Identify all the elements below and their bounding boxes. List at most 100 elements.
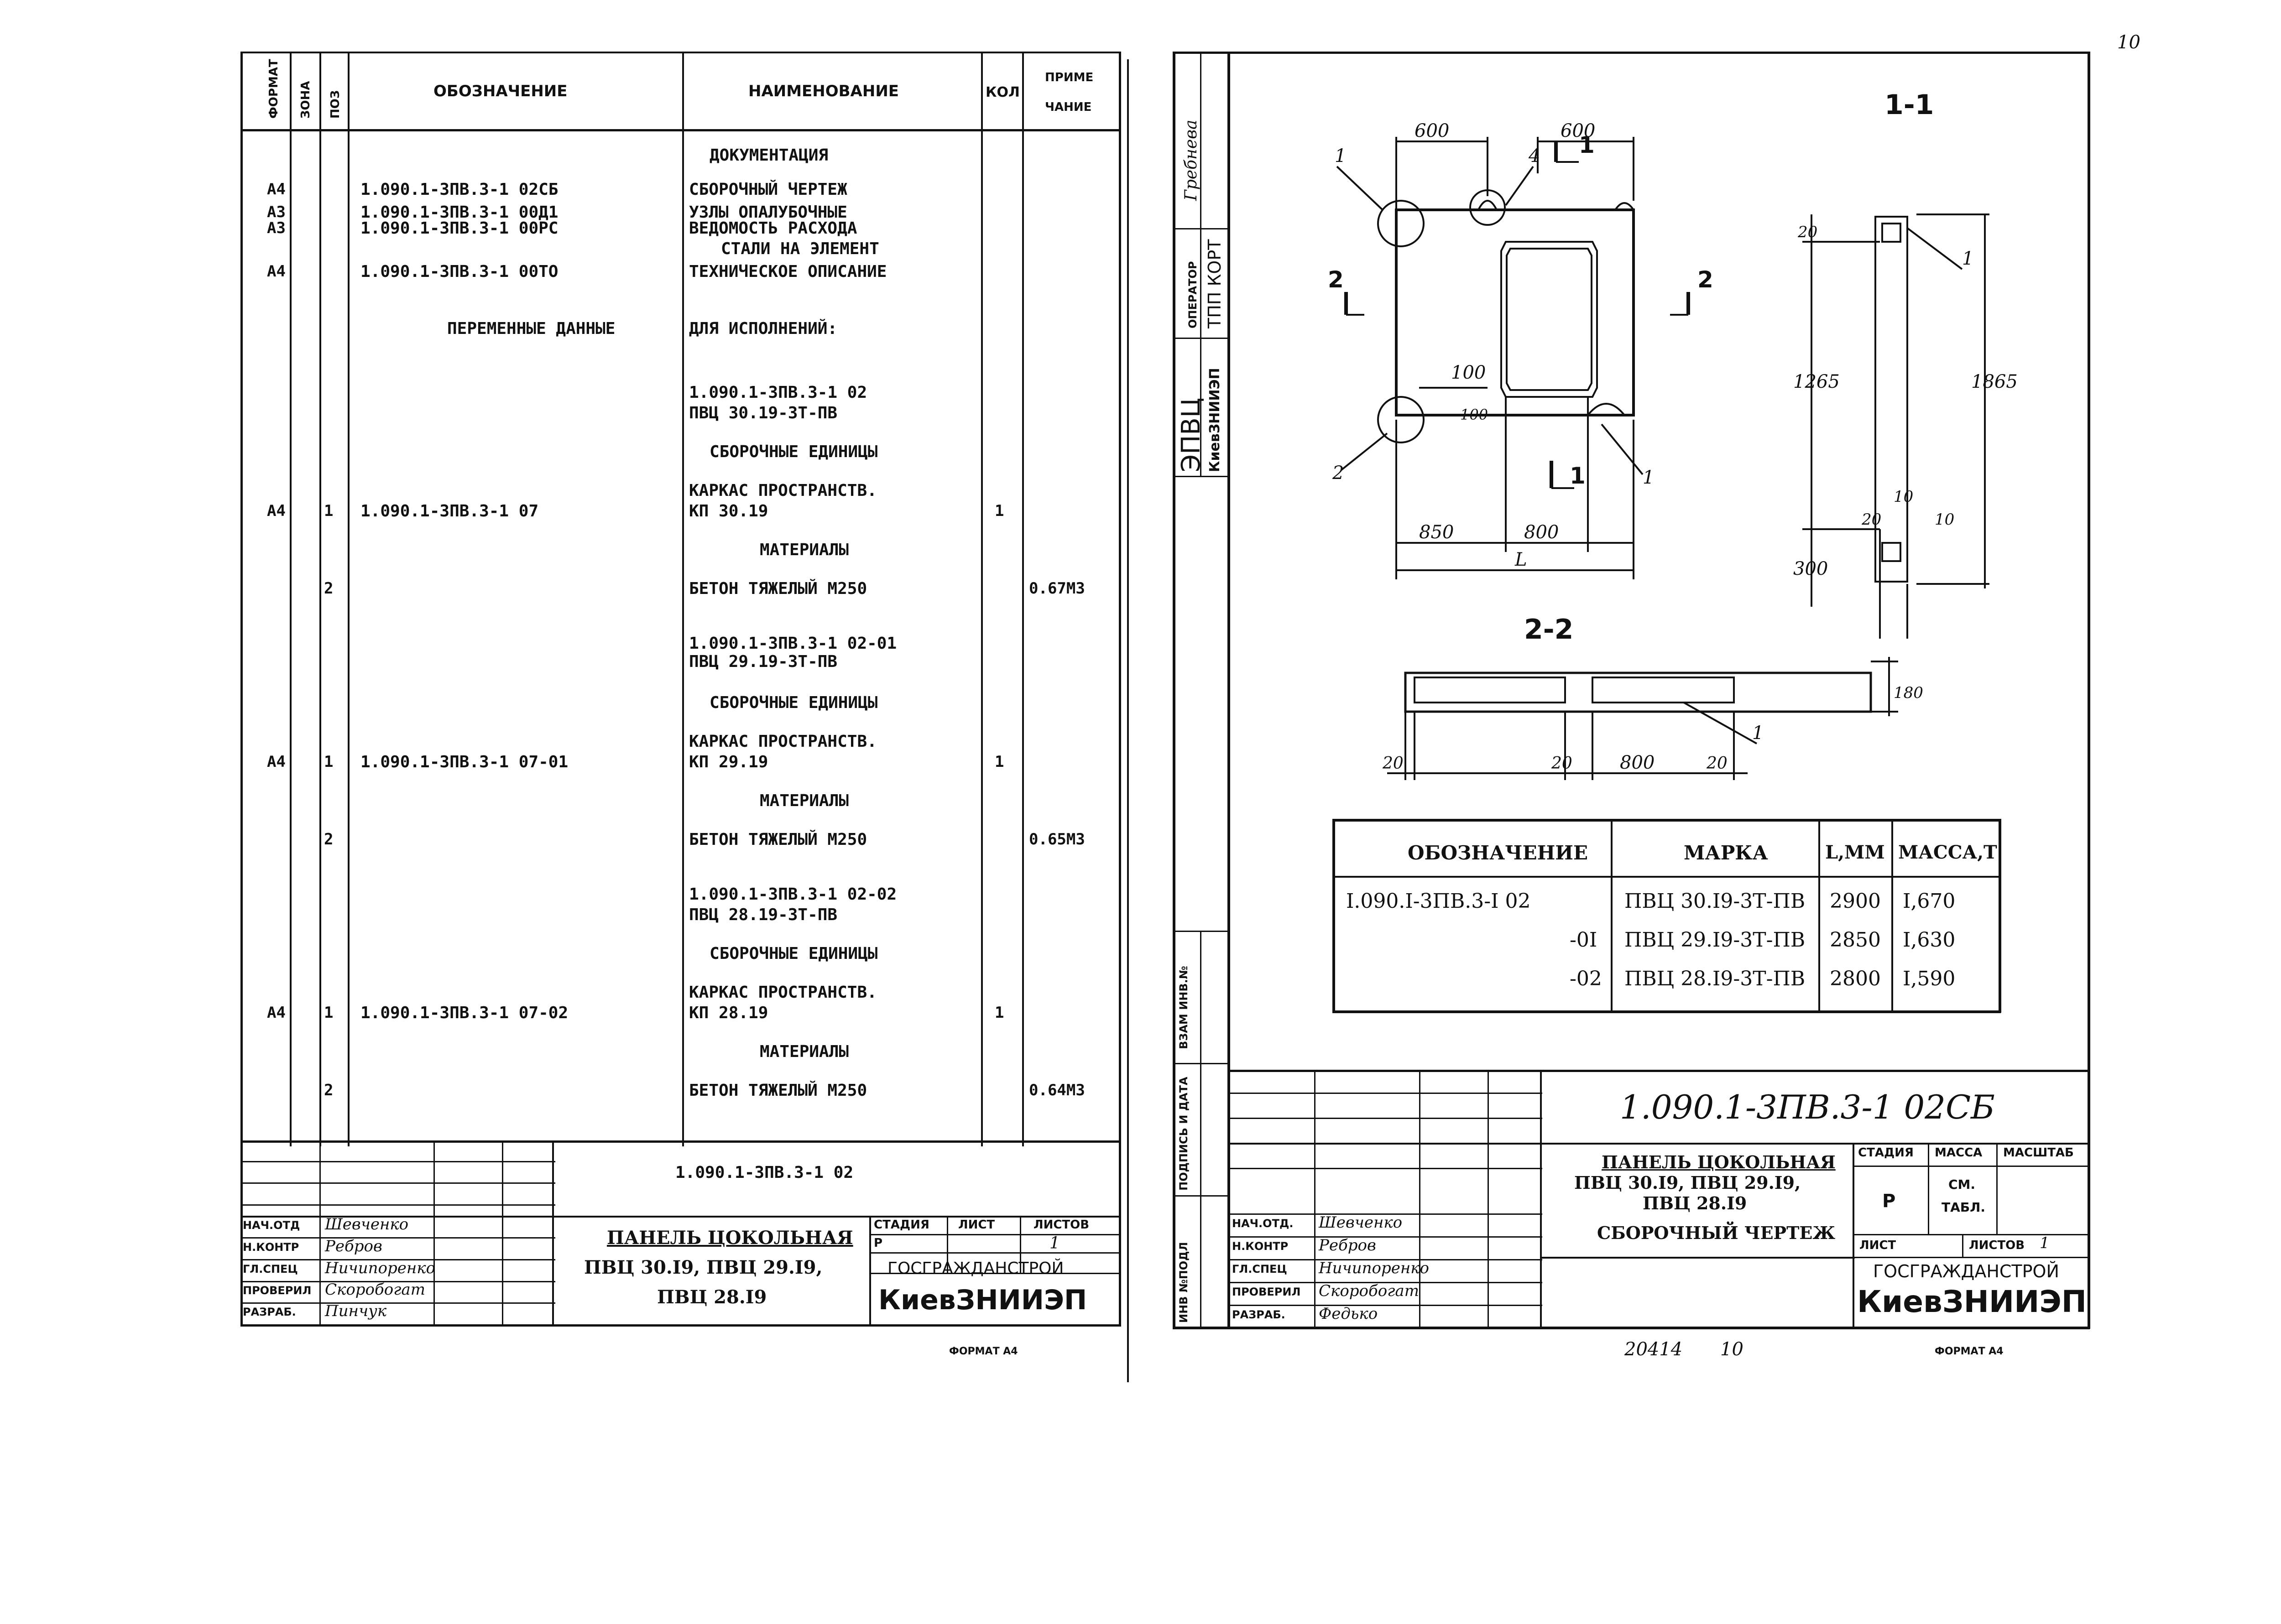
cut-label-2a: 2 — [1328, 266, 1344, 293]
left-stamp-stage-header: СТАДИЯ — [874, 1218, 929, 1232]
right-stamp-code: 1.090.1-3ПВ.3-1 02СБ — [1620, 1088, 1995, 1126]
spec-format: А4 — [267, 753, 286, 771]
right-stamp-title2: ПВЦ 30.I9, ПВЦ 29.I9, — [1574, 1172, 1801, 1193]
spec-name: КП 29.19 — [689, 753, 768, 771]
right-stamp-title3: ПВЦ 28.I9 — [1643, 1193, 1747, 1213]
section-22-body — [1404, 671, 1872, 713]
dim-1865: 1865 — [1971, 371, 2018, 392]
mark-table-cell: ПВЦ 30.I9-3Т-ПВ — [1624, 890, 1806, 913]
spec-name: СТАЛИ НА ЭЛЕМЕНТ — [721, 239, 879, 258]
spec-pos: 2 — [324, 1081, 334, 1099]
spec-name: УЗЛЫ ОПАЛУБОЧНЫЕ — [689, 203, 847, 222]
side-epvc: ЭПВЦ — [1176, 397, 1206, 472]
side-inv: ИНВ №ПОДЛ — [1177, 1242, 1190, 1323]
header-name: НАИМЕНОВАНИЕ — [748, 82, 899, 100]
pos-1b: 1 — [1643, 467, 1654, 488]
right-stamp-scale-header: МАСШТАБ — [2003, 1146, 2074, 1160]
right-stamp-org2: КиевЗНИИЭП — [1857, 1284, 2087, 1319]
spec-name: МАТЕРИАЛЫ — [760, 541, 849, 559]
stamp-role: РАЗРАБ. — [1232, 1308, 1285, 1321]
spec-designation: 1.090.1-3ПВ.3-1 02СБ — [360, 180, 559, 199]
left-sheet: ФОРМАТ ЗОНА ПОЗ ОБОЗНАЧЕНИЕ НАИМЕНОВАНИЕ… — [0, 0, 1132, 1414]
spec-name: БЕТОН ТЯЖЕЛЫЙ М250 — [689, 1081, 867, 1100]
left-stamp-org2: КиевЗНИИЭП — [878, 1284, 1087, 1316]
left-stamp-sheet-header: ЛИСТ — [958, 1218, 995, 1232]
right-stamp-org1: ГОСГРАЖДАНСТРОЙ — [1873, 1261, 2059, 1281]
pos-1d: 1 — [1752, 723, 1764, 744]
mark-table-cell: ПВЦ 29.I9-3Т-ПВ — [1624, 928, 1806, 952]
lifting-loop-top — [1477, 200, 1498, 210]
bottom-number-2: 10 — [1720, 1339, 1743, 1360]
stamp-person-name: Ребров — [325, 1237, 382, 1255]
dim-L: L — [1514, 549, 1527, 570]
dim-850: 850 — [1419, 522, 1454, 543]
stamp-person-name: Пинчук — [325, 1302, 387, 1320]
spec-name: БЕТОН ТЯЖЕЛЫЙ М250 — [689, 830, 867, 849]
spec-pos: 2 — [324, 830, 334, 848]
spec-name: КП 28.19 — [689, 1004, 768, 1022]
right-stamp-stage-header: СТАДИЯ — [1858, 1146, 1914, 1160]
mark-table-cell: I,590 — [1903, 967, 1956, 990]
pos-1c: 1 — [1962, 248, 1973, 269]
pos-2: 2 — [1332, 463, 1344, 484]
section-22-label: 2-2 — [1524, 614, 1573, 645]
dim-100b: 100 — [1460, 406, 1488, 423]
spec-note: 0.65М3 — [1029, 830, 1085, 848]
left-stamp-title2: ПВЦ 30.I9, ПВЦ 29.I9, — [584, 1257, 823, 1278]
spec-designation: 1.090.1-3ПВ.3-1 00РС — [360, 219, 559, 238]
spec-designation: 1.090.1-3ПВ.3-1 07-01 — [360, 753, 569, 771]
mark-table-cell: I,670 — [1903, 890, 1956, 913]
mark-table-cell: I,630 — [1903, 928, 1956, 952]
spec-name: СБОРОЧНЫЕ ЕДИНИЦЫ — [710, 693, 878, 712]
dim-100a: 100 — [1451, 362, 1486, 383]
dim-800: 800 — [1524, 522, 1559, 543]
spec-pos: 1 — [324, 1004, 334, 1022]
dim-10b: 10 — [1894, 488, 1913, 506]
left-stamp-org1: ГОСГРАЖДАНСТРОЙ — [887, 1259, 1064, 1278]
spec-format: А4 — [267, 180, 286, 198]
spec-name: КАРКАС ПРОСТРАНСТВ. — [689, 732, 877, 751]
dim-300: 300 — [1793, 558, 1828, 579]
sec-dim-800: 800 — [1620, 752, 1655, 773]
header-designation: ОБОЗНАЧЕНИЕ — [433, 82, 568, 100]
stamp-role: ГЛ.СПЕЦ — [1232, 1263, 1287, 1275]
section-11-bottom-void — [1881, 542, 1901, 562]
spec-name: ПВЦ 30.19-3Т-ПВ — [689, 404, 838, 422]
spec-designation: 1.090.1-3ПВ.3-1 07 — [360, 502, 539, 521]
corner-mark: 10 — [2117, 32, 2140, 53]
cut-label-2b: 2 — [1697, 266, 1713, 293]
right-stamp-mass-header: МАССА — [1935, 1146, 1983, 1160]
stamp-role: ГЛ.СПЕЦ — [243, 1263, 298, 1275]
mark-table-cell: 2850 — [1830, 928, 1881, 952]
right-stamp-mass: СМ. — [1948, 1177, 1976, 1192]
header-qty: КОЛ — [986, 84, 1020, 100]
stamp-role: НАЧ.ОТД — [243, 1219, 300, 1232]
stamp-role: РАЗРАБ. — [243, 1306, 296, 1318]
panel-opening — [1500, 241, 1598, 398]
table-header-mass: МАССА,Т — [1898, 842, 1997, 863]
spec-format: А4 — [267, 502, 286, 520]
panel-opening-inner — [1506, 248, 1592, 391]
stamp-role: Н.КОНТР — [1232, 1240, 1289, 1253]
pos-1: 1 — [1335, 146, 1346, 167]
spec-name: СБОРОЧНЫЕ ЕДИНИЦЫ — [710, 944, 878, 963]
spec-name: МАТЕРИАЛЫ — [760, 1042, 849, 1061]
section-22-void-left — [1414, 677, 1566, 703]
spec-format: А3 — [267, 203, 286, 221]
side-tpp: ТПП КОРТ — [1205, 239, 1225, 328]
table-header-designation: ОБОЗНАЧЕНИЕ — [1408, 842, 1588, 864]
header-note2: ЧАНИЕ — [1045, 100, 1092, 114]
sec-dim-20a: 20 — [1382, 754, 1404, 773]
left-stamp-sheets-header: ЛИСТОВ — [1033, 1218, 1090, 1232]
mark-table-cell: I.090.I-3ПВ.3-I 02 — [1346, 890, 1531, 913]
spec-pos: 1 — [324, 502, 334, 520]
stamp-role: ПРОВЕРИЛ — [243, 1284, 312, 1297]
stamp-person-name: Шевченко — [325, 1215, 409, 1234]
spec-note: 0.64М3 — [1029, 1081, 1085, 1099]
right-format-label: ФОРМАТ А4 — [1935, 1346, 2004, 1357]
cut-label-1a: 1 — [1579, 132, 1595, 158]
side-name1: Гребнева — [1182, 120, 1201, 201]
stamp-role: Н.КОНТР — [243, 1241, 299, 1254]
spec-designation: 1.090.1-3ПВ.3-1 00ТО — [360, 262, 559, 281]
